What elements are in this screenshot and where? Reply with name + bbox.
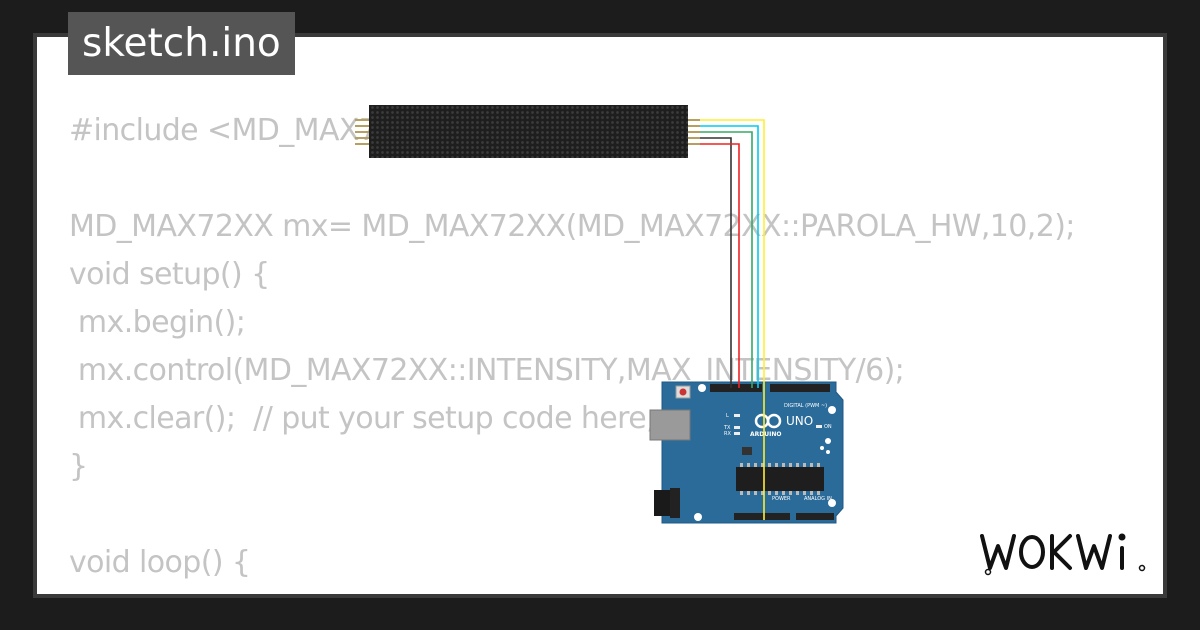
analog-label: ANALOG IN [804,496,832,502]
digital-header-right [770,384,830,392]
digital-label: DIGITAL (PWM ~) [784,403,827,409]
led-rx [734,432,740,435]
wire-black [700,137,732,388]
code-line: void setup() { [69,257,270,292]
led-on [816,425,822,428]
code-line: mx.begin(); [69,305,246,340]
led-on-label: ON [824,424,832,430]
reset-button[interactable] [679,388,687,396]
code-line: void loop() { [69,545,251,580]
led-l [734,414,740,417]
led-tx [734,426,740,429]
board-brand: ARDUINO [750,431,781,438]
power-jack [654,490,672,516]
wires[interactable] [700,119,765,520]
code-line: MD_MAX72XX mx= MD_MAX72XX(MD_MAX72XX::PA… [69,209,1075,244]
wire-yellow [700,119,765,520]
led-rx-label: RX [724,431,731,437]
code-line: mx.setPoint(5,3,true); [69,587,1075,594]
wokwi-logo [980,533,1146,576]
led-matrix[interactable] [355,105,700,158]
board-name: UNO [786,414,813,428]
led-tx-label: TX [723,425,731,431]
analog-header [796,513,834,520]
led-l-label: L [726,413,729,419]
usb-port [649,409,691,441]
wire-cyan [700,125,759,388]
power-label: POWER [772,496,791,502]
wire-red [700,143,740,388]
code-line: } [69,449,88,484]
arduino-uno-board[interactable]: UNO ARDUINO DIGITAL (PWM ~) POWER ANALOG… [649,381,844,524]
digital-header-left [710,384,762,392]
arduino-logo [754,413,782,429]
power-header [734,513,790,520]
filename-tab[interactable]: sketch.ino [68,12,295,75]
wire-green [700,131,753,388]
atmega-chip [736,467,824,491]
